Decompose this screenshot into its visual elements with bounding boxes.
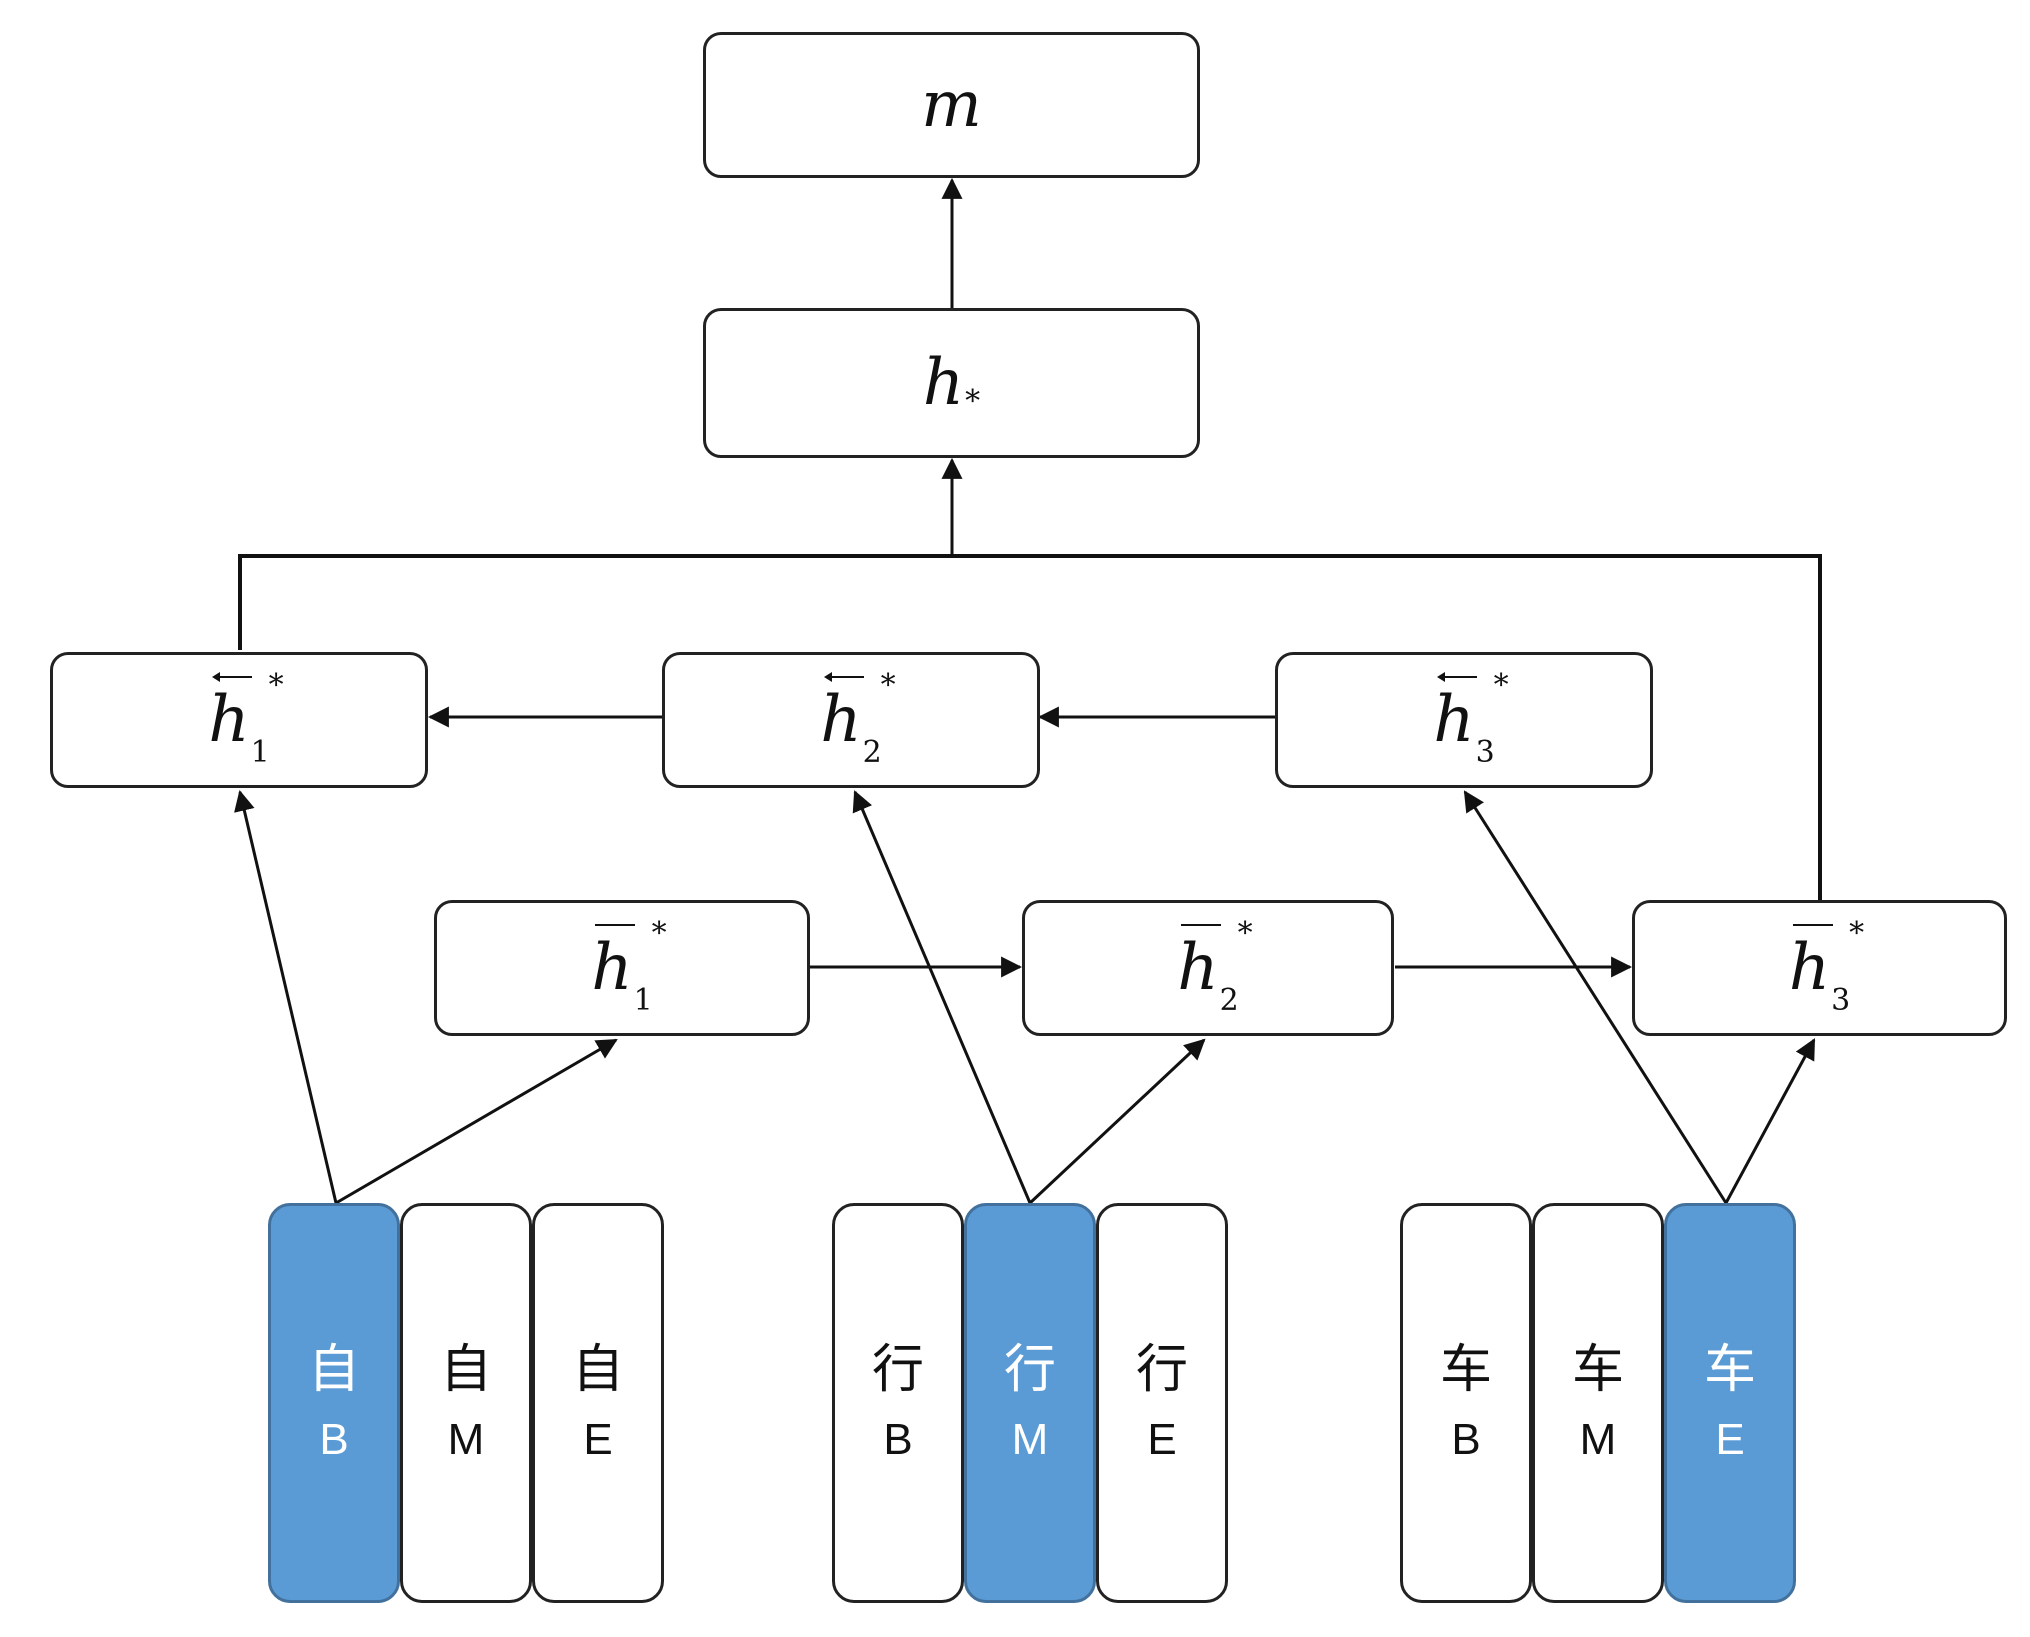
forward-3-subscript: 3 [1831,983,1851,1018]
forward-1-marker: * [651,916,667,951]
forward-2-label: h [1177,931,1219,1005]
output-node-m: m [703,32,1200,178]
tag-label: E [583,1415,613,1464]
char-label: 车 [1703,1340,1756,1400]
forward-2-marker: * [1237,916,1253,951]
tag-label: E [1147,1415,1177,1464]
char-label: 车 [1439,1340,1492,1400]
backward-arrow-icon [1437,672,1478,682]
tag-label: E [1715,1415,1745,1464]
char-cell-che-e: 车 E [1664,1203,1796,1603]
backward-2-marker: * [880,668,896,703]
char-cell-zi-m: 自 M [400,1203,532,1603]
arrow-zi-to-fwd-h1 [335,1038,618,1205]
arrow-zi-to-back-h1 [234,789,338,1204]
tag-label: M [1579,1415,1617,1464]
forward-3-label: h [1788,931,1831,1005]
forward-bar-icon [595,924,636,926]
backward-arrow-icon [824,672,865,682]
tag-label: B [883,1415,913,1464]
char-cell-che-b: 车 B [1400,1203,1532,1603]
arrow-xing-to-fwd-h2 [1028,1038,1206,1205]
arrow-che-to-fwd-h3 [1724,1038,1816,1204]
char-cell-xing-b: 行 B [832,1203,964,1603]
tag-label: B [319,1415,349,1464]
output-label: m [921,68,982,142]
forward-bar-icon [1792,924,1833,926]
backward-1-marker: * [268,668,284,703]
backward-2-subscript: 2 [862,735,882,770]
backward-arrow-icon [212,672,253,682]
backward-1-label: h [208,683,250,757]
hstar-subscript: * [965,383,981,419]
char-cell-zi-b: 自 B [268,1203,400,1603]
backward-3-subscript: 3 [1475,735,1495,770]
forward-1-subscript: 1 [633,983,653,1018]
backward-2-label: h [820,683,862,757]
backward-3-marker: * [1493,668,1509,703]
forward-1-label: h [591,931,633,1005]
char-cell-xing-e: 行 E [1096,1203,1228,1603]
forward-2-subscript: 2 [1219,983,1239,1018]
forward-3-marker: * [1849,916,1865,951]
backward-1-subscript: 1 [250,735,270,770]
backward-3-label: h [1433,683,1475,757]
forward-bar-icon [1181,924,1222,926]
arrow-che-to-back-h3 [1463,790,1728,1204]
tag-label: M [447,1415,485,1464]
char-label: 行 [871,1340,924,1400]
char-label: 自 [439,1340,492,1400]
char-label: 行 [1003,1340,1056,1400]
char-label: 行 [1135,1340,1188,1400]
hstar-label: h [922,346,965,420]
char-cell-che-m: 车 M [1532,1203,1664,1603]
char-cell-xing-m: 行 M [964,1203,1096,1603]
merge-bus-line [238,554,1822,900]
char-cell-zi-e: 自 E [532,1203,664,1603]
char-label: 车 [1571,1340,1624,1400]
tag-label: M [1011,1415,1049,1464]
char-label: 自 [307,1340,360,1400]
arrow-xing-to-back-h2 [852,790,1032,1204]
tag-label: B [1451,1415,1481,1464]
hidden-node-hstar: h* [703,308,1200,458]
char-label: 自 [571,1340,624,1400]
